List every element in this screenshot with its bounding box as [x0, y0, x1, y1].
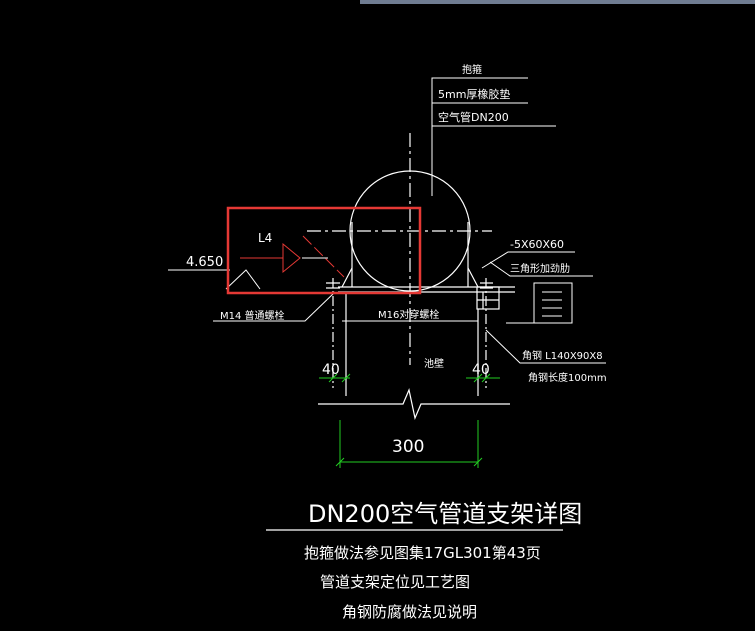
label-wall: 池壁 [424, 357, 444, 370]
label-angle-length: 角钢长度100mm [528, 371, 607, 384]
label-bolt-m16: M16对穿螺栓 [378, 308, 439, 321]
leader-angle [485, 329, 606, 364]
leader-lines [168, 77, 606, 364]
label-plate: -5X60X60 [510, 238, 564, 251]
angle-steel-leg [477, 292, 499, 309]
highlight-box [226, 206, 422, 295]
dim-300: 300 [392, 437, 424, 457]
dim-40-right: 40 [472, 362, 490, 378]
pipe-assembly [307, 133, 515, 420]
label-angle-steel: 角钢 L140X90X8 [522, 349, 603, 362]
label-hoop: 抱箍 [462, 63, 482, 76]
label-elevation: 4.650 [186, 255, 223, 270]
label-rib: 三角形加劲肋 [510, 262, 570, 275]
dimensions [319, 373, 500, 468]
rib-right [467, 267, 479, 288]
elevation-marker [225, 269, 261, 290]
spring-symbol [506, 282, 573, 324]
note-2: 管道支架定位见工艺图 [320, 573, 470, 591]
note-1: 抱箍做法参见图集17GL301第43页 [304, 544, 541, 562]
bolt-marks [326, 282, 493, 289]
section-cut-line [302, 235, 345, 278]
leader-m14 [213, 291, 336, 322]
drawing-title: DN200空气管道支架详图 [308, 500, 582, 528]
rib-left [341, 267, 353, 288]
wall-break-line [318, 388, 510, 420]
label-section: L4 [258, 231, 272, 245]
dim-40-left: 40 [322, 362, 340, 378]
window-top-bar [360, 0, 755, 4]
label-rubber-pad: 5mm厚橡胶垫 [438, 87, 510, 101]
leader-rib [489, 261, 593, 277]
angle-steel [476, 286, 500, 310]
label-pipe: 空气管DN200 [438, 110, 509, 124]
section-arrow [240, 242, 301, 274]
note-3: 角钢防腐做法见说明 [342, 603, 477, 621]
dim-ticks [328, 373, 491, 467]
label-bolt-m14: M14 普通螺栓 [220, 309, 285, 322]
leader-hoop [431, 77, 528, 196]
